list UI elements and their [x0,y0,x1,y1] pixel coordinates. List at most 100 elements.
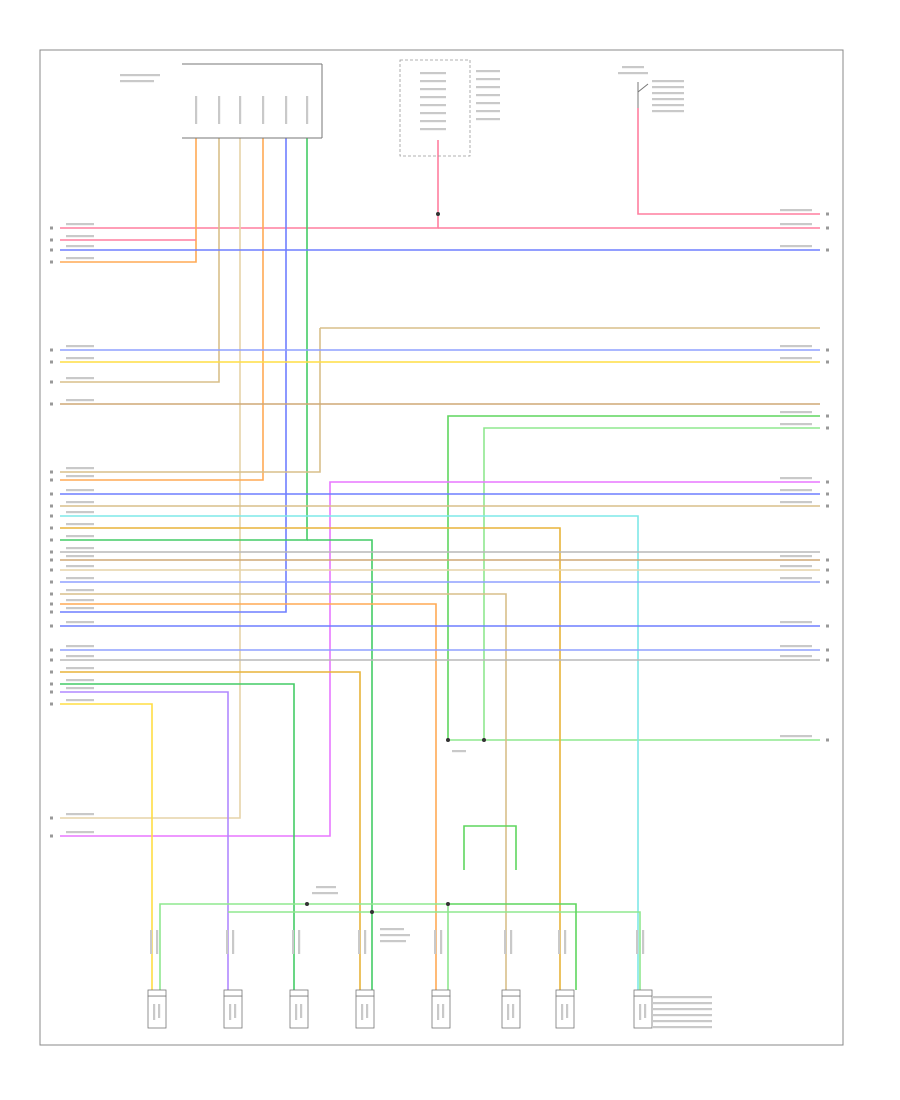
injector-connector [633,995,653,1029]
wire-label [195,96,198,124]
left-connector-mark [50,834,53,838]
splice-dot [446,738,450,742]
switch-contact [637,83,649,93]
wire-label [780,577,812,580]
injector-connector-cap [633,989,653,997]
wire-label [292,930,295,954]
injector-connector [431,995,451,1029]
wire-label [512,1004,515,1018]
wire-label [361,1004,364,1020]
wire-label [780,501,812,504]
wire-label [652,104,684,107]
left-connector-mark [50,610,53,614]
wire-layer [60,108,820,990]
wire-label [780,735,812,738]
wire-label [234,1004,237,1018]
wire-label [476,110,500,113]
injector-connector-cap [289,989,309,997]
wire-label [150,930,153,954]
wire-label [306,96,309,124]
wire-pink-center [60,140,439,229]
wire-label [510,930,513,954]
wire-label [476,86,500,89]
wire-yellow-row-x [60,703,153,990]
wire-green-bus-lower [159,903,449,990]
wire-label [618,72,648,75]
splice-dot [482,738,486,742]
wire-label [66,555,94,558]
wire-cyan-row-j [60,515,639,990]
wire-label [780,209,812,212]
wire-label [66,565,94,568]
wire-label [380,928,404,931]
wire-label [380,940,406,943]
wire-label [66,501,94,504]
wire-blue-pin5 [60,138,287,613]
right-connector-mark [826,504,829,508]
wire-label [476,118,500,121]
wire-label [66,589,94,592]
wire-label [156,930,159,954]
wire-orange-pin4 [60,138,264,481]
wire-label [66,467,94,470]
wire-label [558,930,561,954]
left-connector-mark [50,478,53,482]
wire-label [218,96,221,124]
wire-label [652,1002,712,1005]
right-connector-mark [826,348,829,352]
right-connector-mark [826,580,829,584]
left-connector-mark [50,592,53,596]
right-connector-mark [826,248,829,252]
wire-label [66,357,94,360]
wire-label [437,1004,440,1020]
wire-label [66,621,94,624]
wire-label [652,80,684,83]
component-layer [120,59,712,1029]
wire-label [364,930,367,954]
wire-green-bus-lower-3 [448,903,577,990]
wire-label [652,92,684,95]
wire-label [780,357,812,360]
injector-connector-cap [501,989,521,997]
wire-green-loop [463,825,517,870]
wire-label [780,477,812,480]
injector-connector-cap [431,989,451,997]
wire-gold-row-u [60,671,361,990]
wire-label [420,104,446,107]
wire-label [442,1004,445,1018]
wire-label [420,120,446,123]
wire-label [642,930,645,954]
left-connector-mark [50,624,53,628]
injector-connector [355,995,375,1029]
wire-label [420,96,446,99]
wire-label [652,98,684,101]
wire-label [440,930,443,954]
right-connector-mark [826,648,829,652]
left-connector-mark [50,558,53,562]
wire-label [66,489,94,492]
injector-connector-cap [223,989,243,997]
splice-dot [305,902,309,906]
diagram-border [39,49,844,1046]
left-connector-mark [50,538,53,542]
wire-label [226,930,229,954]
wire-label [622,66,644,69]
right-connector-mark [826,360,829,364]
left-connector-mark [50,580,53,584]
wire-label [298,930,301,954]
wire-label [420,112,446,115]
wire-label [232,930,235,954]
wire-pink-top-right [637,108,820,215]
splice-dot [446,902,450,906]
right-connector-mark [826,738,829,742]
left-connector-mark [50,702,53,706]
wire-label [652,86,684,89]
left-connector-mark [50,504,53,508]
left-connector-mark [50,360,53,364]
wire-label [358,930,361,954]
wire-tan-pin3 [60,138,241,819]
wire-label [66,679,94,682]
wire-label [239,96,242,124]
wire-label [380,934,410,937]
